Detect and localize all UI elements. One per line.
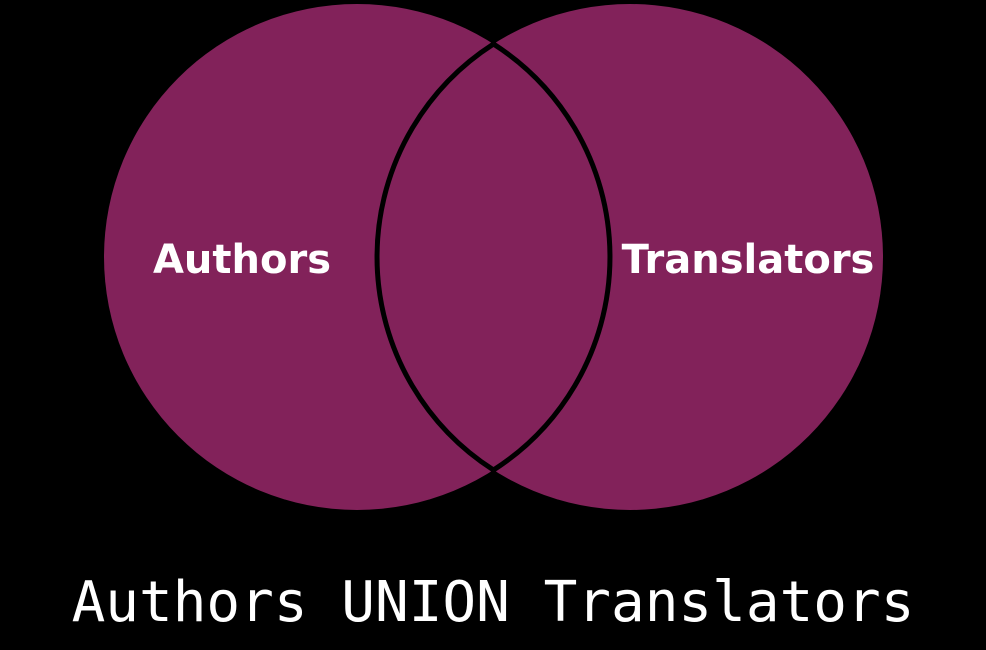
translators-circle (377, 4, 883, 510)
intersection-right-arc (492, 41, 613, 473)
translators-label: Translators (622, 237, 875, 283)
intersection-left-arc (374, 41, 495, 473)
authors-label: Authors (153, 237, 331, 283)
diagram-caption: Authors UNION Translators (71, 570, 915, 635)
